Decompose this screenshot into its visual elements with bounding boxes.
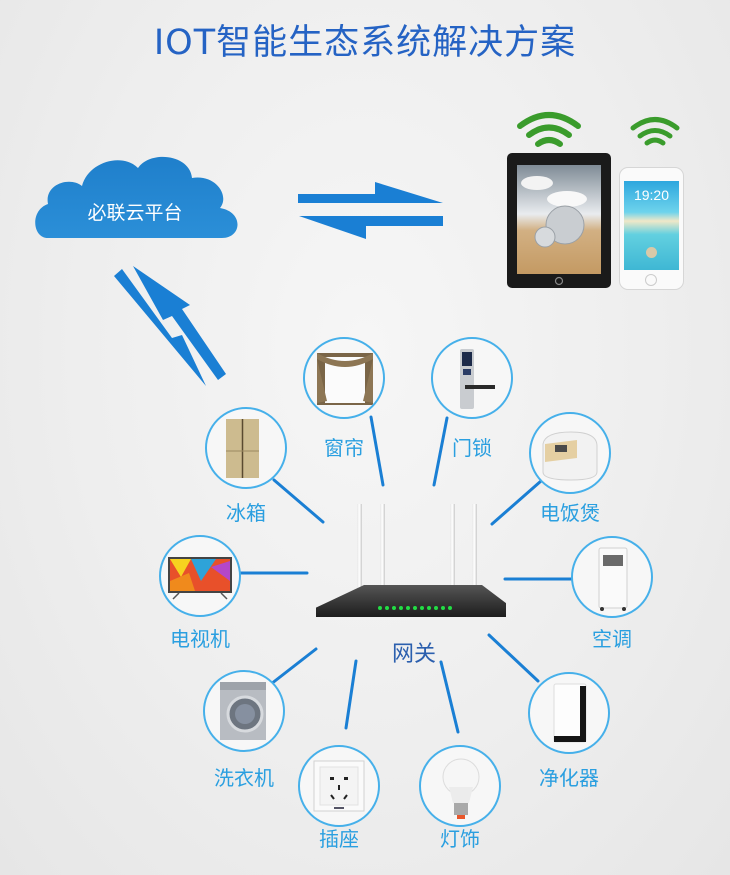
- device-light[interactable]: [419, 745, 501, 827]
- home-button: [645, 274, 657, 286]
- device-label-washing-machine: 洗衣机: [214, 766, 274, 790]
- tv-icon: [168, 557, 232, 600]
- air-conditioner-icon: [598, 547, 628, 611]
- device-label-socket: 插座: [319, 827, 359, 851]
- cloud-platform: [30, 140, 245, 245]
- bidirectional-arrow-icon: [298, 182, 443, 239]
- device-curtain[interactable]: [303, 337, 385, 419]
- page-title: IOT智能生态系统解决方案: [153, 23, 577, 63]
- phone-icon: 19:20: [619, 167, 684, 290]
- wifi-icon: [630, 117, 680, 146]
- device-label-curtain: 窗帘: [324, 436, 364, 460]
- cloud-label: 必联云平台: [87, 202, 183, 224]
- diagonal-arrow-icon: [114, 266, 226, 386]
- device-door-lock[interactable]: [431, 337, 513, 419]
- device-fridge[interactable]: [205, 407, 287, 489]
- wifi-icon: [517, 112, 581, 147]
- device-air-conditioner[interactable]: [571, 536, 653, 618]
- device-tv[interactable]: [159, 535, 241, 617]
- connector-lines: [238, 415, 574, 734]
- fridge-icon: [226, 419, 259, 478]
- door-lock-icon: [460, 349, 495, 409]
- phone-screen: 19:20: [624, 181, 679, 270]
- device-label-door-lock: 门锁: [452, 436, 492, 460]
- device-label-light: 灯饰: [440, 827, 480, 851]
- device-label-air-purifier: 净化器: [539, 766, 599, 790]
- device-socket[interactable]: [298, 745, 380, 827]
- tablet-icon: [507, 153, 611, 288]
- phone-clock: 19:20: [633, 187, 670, 203]
- device-label-fridge: 冰箱: [226, 501, 266, 525]
- rice-cooker-icon: [542, 431, 598, 481]
- device-rice-cooker[interactable]: [529, 412, 611, 494]
- cloud-icon: [35, 156, 238, 238]
- gateway-label: 网关: [391, 642, 437, 667]
- device-label-air-conditioner: 空调: [592, 627, 632, 651]
- socket-icon: [313, 760, 365, 812]
- device-washing-machine[interactable]: [203, 670, 285, 752]
- device-label-rice-cooker: 电饭煲: [540, 501, 600, 525]
- washing-machine-icon: [220, 682, 266, 740]
- curtain-icon: [317, 353, 373, 405]
- device-air-purifier[interactable]: [528, 672, 610, 754]
- device-label-tv: 电视机: [170, 627, 230, 651]
- router-icon[interactable]: [316, 490, 506, 625]
- light-bulb-icon: [442, 758, 480, 819]
- air-purifier-icon: [553, 683, 587, 743]
